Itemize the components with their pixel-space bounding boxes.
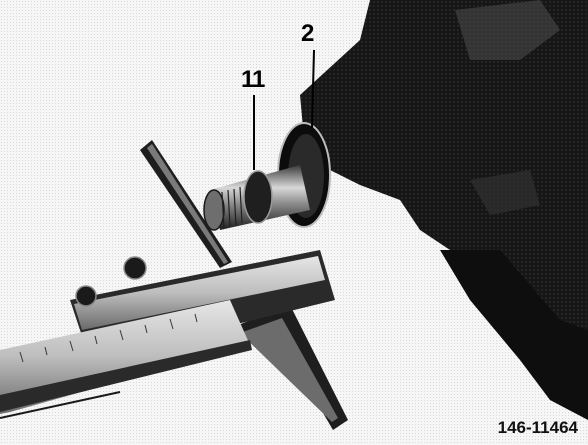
figure-number: 146-11464 (497, 418, 578, 437)
depth-gauge-probe-lower-highlight (240, 318, 338, 422)
housing-highlight (455, 0, 560, 60)
ruler-ticks (19, 313, 198, 363)
shaft-end (203, 189, 225, 231)
locking-screw-1 (123, 256, 147, 280)
leader-line-2 (311, 49, 315, 129)
gauge-ruler-edge (0, 340, 252, 412)
locking-screw-2 (75, 285, 97, 307)
shaft-collar (243, 170, 273, 224)
housing-shadow (440, 250, 588, 420)
ruler-shadow-line (0, 391, 121, 419)
depth-gauge-probe-upper-highlight (147, 144, 228, 264)
housing-highlight-2 (470, 170, 540, 215)
gauge-slide-face (74, 256, 325, 330)
shaft-threads (221, 186, 243, 229)
callout-part-2: 2 (301, 20, 314, 47)
callout-part-11: 11 (241, 66, 265, 93)
